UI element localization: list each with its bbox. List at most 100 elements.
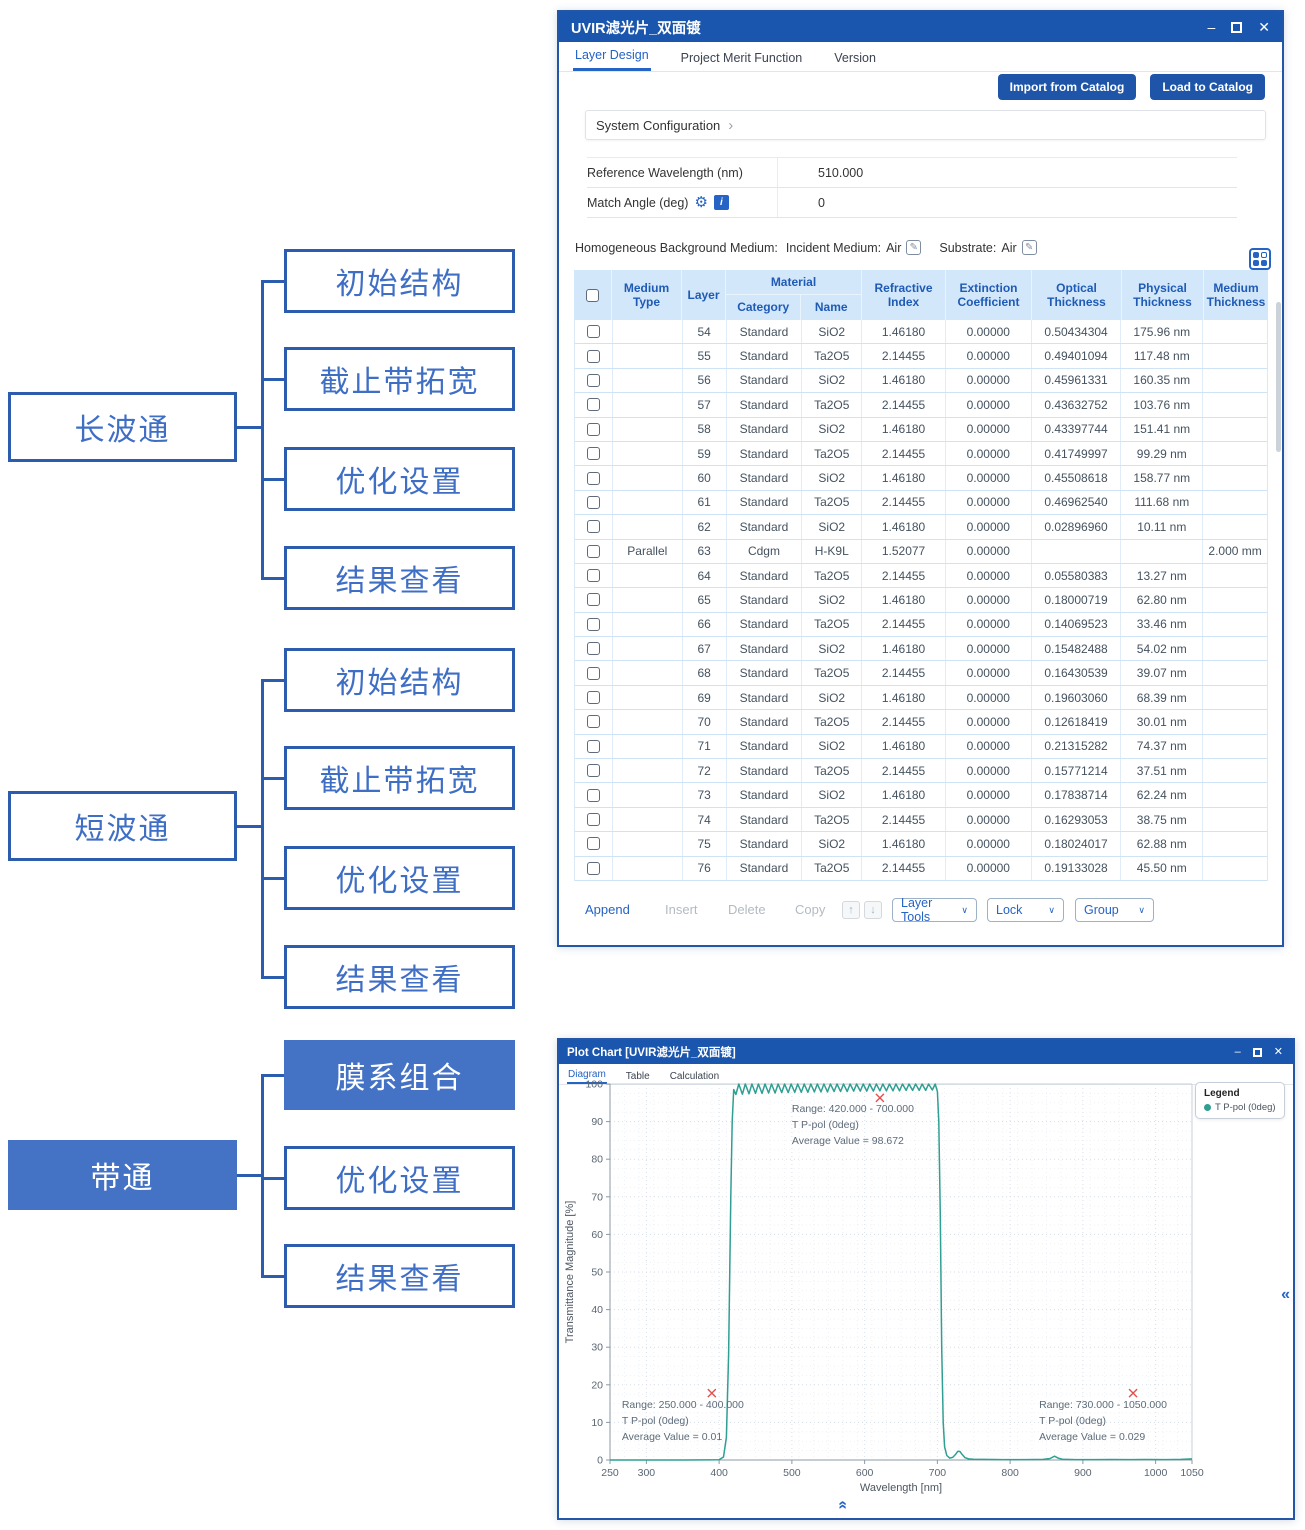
row-checkbox[interactable] (586, 788, 600, 802)
row-checkbox[interactable] (586, 715, 600, 729)
row-checkbox[interactable] (586, 813, 600, 826)
delete-button[interactable]: Delete (728, 902, 766, 917)
row-checkbox[interactable] (586, 422, 600, 436)
load-to-catalog-button[interactable]: Load to Catalog (1150, 74, 1265, 100)
select-all-checkbox[interactable] (586, 288, 599, 302)
row-checkbox[interactable] (586, 617, 600, 631)
edit-incident-medium-icon[interactable]: ✎ (906, 240, 922, 255)
minimize-icon[interactable]: – (1207, 19, 1216, 35)
move-up-button[interactable]: ↑ (842, 901, 860, 919)
layer-tools-dropdown[interactable]: Layer Tools∨ (892, 896, 977, 924)
flowchart-child-node[interactable]: 结果查看 (284, 1244, 515, 1308)
flowchart-child-node[interactable]: 优化设置 (284, 447, 515, 511)
import-from-catalog-button[interactable]: Import from Catalog (997, 74, 1137, 100)
close-icon[interactable]: ✕ (1258, 19, 1270, 35)
scroll-up-icon[interactable]: « (834, 1500, 852, 1510)
parameter-value-input[interactable]: 0 (777, 188, 1237, 217)
row-checkbox[interactable] (586, 837, 600, 851)
append-button[interactable]: Append (585, 902, 630, 917)
layer-window-titlebar[interactable]: UVIR滤光片_双面镀 – ✕ (559, 12, 1282, 42)
row-checkbox[interactable] (586, 398, 600, 412)
row-checkbox[interactable] (586, 861, 600, 875)
minimize-icon[interactable]: – (1234, 1045, 1241, 1058)
table-cell: 66 (683, 612, 727, 637)
insert-button[interactable]: Insert (665, 902, 698, 917)
tab-project-merit-function[interactable]: Project Merit Function (680, 51, 803, 65)
group-dropdown[interactable]: Group∨ (1075, 898, 1154, 922)
row-checkbox[interactable] (586, 569, 600, 583)
table-cell: 54 (683, 320, 727, 344)
row-checkbox[interactable] (586, 447, 600, 461)
close-icon[interactable]: ✕ (1273, 1045, 1283, 1058)
row-checkbox[interactable] (586, 373, 600, 387)
flowchart-child-node[interactable]: 截止带拓宽 (284, 746, 515, 810)
tab-version[interactable]: Version (834, 51, 876, 65)
plot-window-titlebar[interactable]: Plot Chart [UVIR滤光片_双面镀] – ✕ (559, 1040, 1293, 1064)
plot-tab-table[interactable]: Table (625, 1071, 650, 1082)
plot-tab-calculation[interactable]: Calculation (669, 1071, 720, 1082)
flowchart-child-node[interactable]: 截止带拓宽 (284, 347, 515, 411)
system-configuration-header[interactable]: System Configuration › (585, 110, 1266, 140)
flowchart-child-node[interactable]: 结果查看 (284, 945, 515, 1009)
maximize-icon[interactable] (1252, 1047, 1262, 1057)
tab-layer-design[interactable]: Layer Design (573, 41, 651, 71)
flowchart-child-node[interactable]: 优化设置 (284, 1146, 515, 1210)
flowchart-child-node[interactable]: 结果查看 (284, 546, 515, 610)
flowchart-parent-node[interactable]: 长波通 (8, 392, 237, 462)
row-checkbox[interactable] (586, 520, 600, 534)
flowchart-child-node[interactable]: 优化设置 (284, 846, 515, 910)
flowchart-child-node[interactable]: 初始结构 (284, 249, 515, 313)
maximize-icon[interactable] (1231, 21, 1243, 33)
row-checkbox[interactable] (586, 325, 600, 339)
lock-dropdown[interactable]: Lock∨ (987, 898, 1064, 922)
collapse-panel-icon[interactable]: « (1281, 1286, 1290, 1303)
copy-button[interactable]: Copy (795, 902, 826, 917)
flowchart-parent-node[interactable]: 带通 (8, 1140, 237, 1210)
edit-substrate-icon[interactable]: ✎ (1021, 240, 1037, 255)
move-down-button[interactable]: ↓ (864, 901, 882, 919)
gear-icon[interactable]: ⚙ (694, 194, 708, 211)
row-checkbox[interactable] (586, 544, 600, 558)
table-scrollbar[interactable] (1276, 302, 1281, 452)
row-checkbox[interactable] (586, 764, 600, 778)
row-checkbox[interactable] (586, 642, 600, 656)
row-checkbox[interactable] (586, 471, 600, 485)
parameter-value-input[interactable]: 510.000 (777, 158, 1237, 187)
row-checkbox[interactable] (586, 495, 600, 509)
flowchart-child-node[interactable]: 膜系组合 (284, 1040, 515, 1110)
row-checkbox[interactable] (586, 349, 600, 363)
row-checkbox[interactable] (586, 739, 600, 753)
info-icon[interactable]: i (713, 195, 729, 210)
column-settings-icon[interactable] (1249, 248, 1271, 270)
row-checkbox[interactable] (586, 666, 600, 680)
row-checkbox[interactable] (586, 691, 600, 705)
row-checkbox[interactable] (586, 593, 600, 607)
table-cell: 111.68 nm (1121, 490, 1204, 515)
flowchart-child-node[interactable]: 初始结构 (284, 648, 515, 712)
plot-tab-diagram[interactable]: Diagram (567, 1066, 607, 1084)
flowchart-parent-node[interactable]: 短波通 (8, 791, 237, 861)
